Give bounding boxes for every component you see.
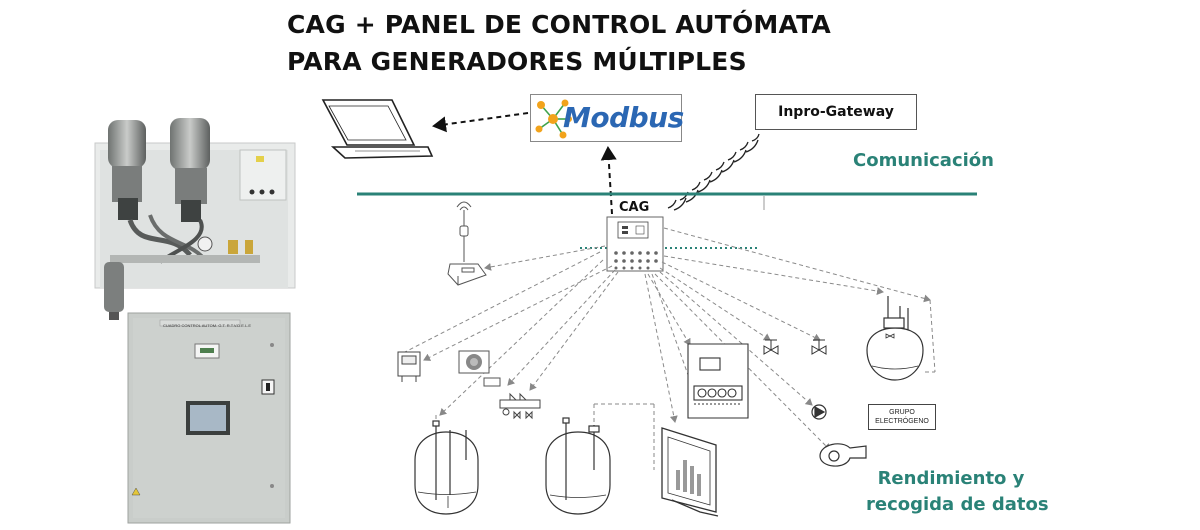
page-title: CAG + PANEL DE CONTROL AUTÓMATA PARA GEN… <box>287 6 831 80</box>
detector-icon <box>458 350 501 387</box>
performance-label-2: recogida de datos <box>866 494 1049 515</box>
generator-label-1: GRUPO <box>889 409 915 416</box>
modbus-logo: Modbus <box>530 94 684 142</box>
connector-lines <box>404 227 936 470</box>
valve-icon <box>499 392 541 420</box>
cag-label: CAG <box>619 200 650 215</box>
fan-icon <box>819 443 867 467</box>
modbus-logo-icon <box>535 99 572 139</box>
valve-icon <box>763 339 827 355</box>
sensor-icon <box>397 351 421 382</box>
monitor-icon <box>661 427 719 517</box>
generator-box: GRUPO ELECTRÓGENO <box>868 404 936 430</box>
title-line-2: PARA GENERADORES MÚLTIPLES <box>287 47 747 76</box>
performance-label: Rendimiento y recogida de datos <box>866 466 1049 518</box>
pump-unit-photo <box>94 118 296 320</box>
pump-icon <box>811 404 827 420</box>
cag-controller-icon <box>606 216 664 272</box>
antenna-icon <box>447 201 487 286</box>
instrument-panel-icon <box>687 343 749 419</box>
control-cabinet-photo <box>127 312 291 524</box>
generator-label-2: ELECTRÓGENO <box>875 418 929 425</box>
panel-plate-label: CUADRO CONTROL AUTOM. G.T. R.T.V.D.E.L.E <box>163 323 252 328</box>
laptop-icon <box>321 99 434 159</box>
tank-icon <box>545 417 611 515</box>
tank-icon <box>414 420 479 515</box>
gateway-label: Inpro-Gateway <box>778 104 894 120</box>
title-line-1: CAG + PANEL DE CONTROL AUTÓMATA <box>287 10 831 39</box>
communication-label: Comunicación <box>853 150 994 171</box>
wireless-signal-icon <box>667 133 760 211</box>
inpro-gateway-box: Inpro-Gateway <box>755 94 917 130</box>
tank-icon <box>866 296 924 381</box>
performance-label-1: Rendimiento y <box>877 468 1025 489</box>
modbus-label: Modbus <box>563 101 684 134</box>
